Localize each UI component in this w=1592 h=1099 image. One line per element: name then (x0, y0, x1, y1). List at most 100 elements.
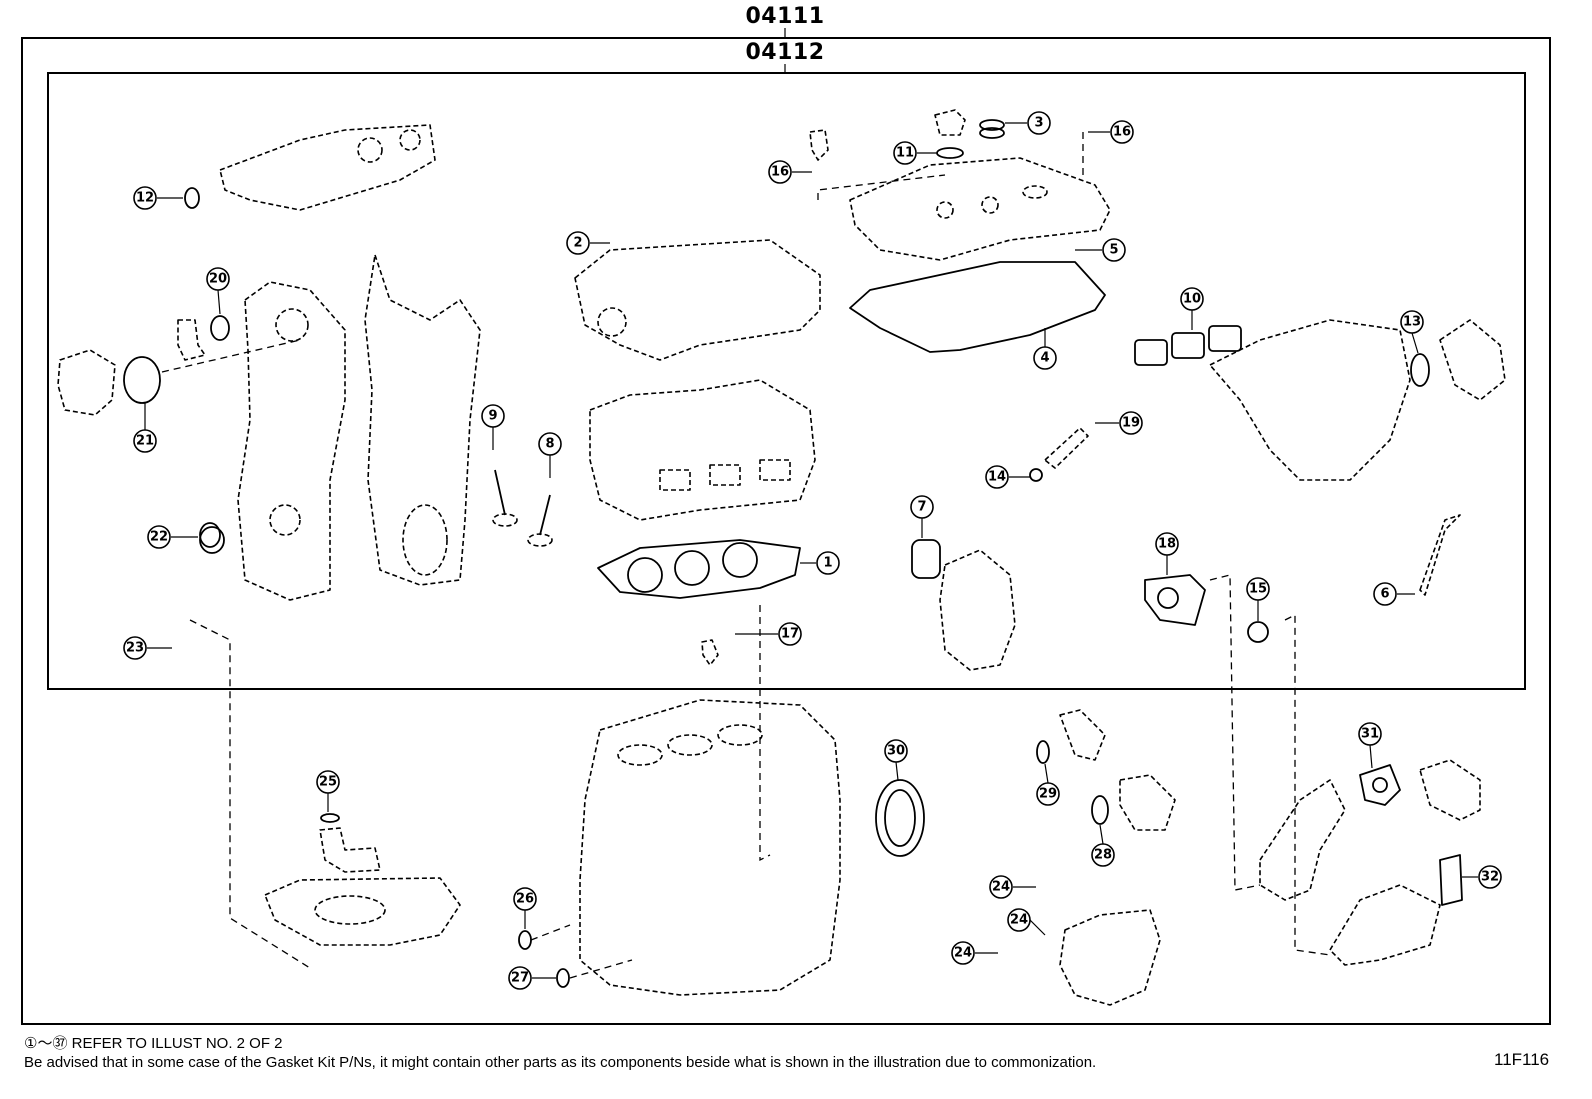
svg-text:11: 11 (896, 146, 914, 161)
callout-7: 7 (910, 495, 934, 538)
callout-6: 6 (1373, 582, 1415, 606)
cylinder-head-gasket (597, 539, 801, 599)
intake-pipe-seal (184, 187, 200, 209)
water-outlet-part (939, 549, 1016, 671)
svg-text:32: 32 (1481, 870, 1499, 885)
range-reference-note: ①～㊲ REFER TO ILLUST NO. 2 OF 2 (24, 1035, 283, 1052)
water-pump-part (1059, 909, 1161, 1006)
svg-text:17: 17 (781, 627, 799, 642)
callout-12: 12 (133, 186, 183, 210)
svg-text:5: 5 (1109, 243, 1118, 258)
callout-3: 3 (1005, 111, 1051, 135)
intake-manifold-part (1209, 319, 1411, 481)
oil-pressure-sensor-part (701, 639, 719, 666)
timing-chain-cover-part (364, 254, 481, 586)
callout-27: 27 (508, 966, 556, 990)
svg-text:12: 12 (136, 191, 154, 206)
exhaust-gasket (1359, 764, 1401, 806)
callout-2: 2 (566, 231, 610, 255)
water-bypass-part (1059, 709, 1106, 761)
throttle-body-part (1439, 319, 1506, 401)
svg-text:16: 16 (771, 165, 789, 180)
head-cover-part (849, 157, 1111, 261)
callout-24b: 24 (1007, 908, 1046, 936)
svg-text:2: 2 (573, 236, 582, 251)
water-pump-gasket (1144, 574, 1206, 626)
callout-17: 17 (735, 622, 802, 646)
svg-text:7: 7 (917, 500, 926, 515)
svg-text:16: 16 (1113, 125, 1131, 140)
callout-22: 22 (147, 525, 198, 549)
callout-28: 28 (1091, 824, 1115, 867)
svg-text:26: 26 (516, 892, 534, 907)
outlet-o-ring (1036, 740, 1050, 764)
svg-text:4: 4 (1040, 351, 1049, 366)
exhaust-pipe-part (1329, 884, 1441, 966)
outer-kit-code: 04111 (745, 4, 825, 29)
svg-text:1: 1 (823, 556, 832, 571)
svg-text:14: 14 (988, 470, 1006, 485)
callout-19: 19 (1095, 411, 1143, 435)
callout-29: 29 (1036, 763, 1060, 806)
callout-15: 15 (1246, 577, 1270, 621)
oil-pan-part (264, 877, 461, 946)
svg-text:19: 19 (1122, 416, 1140, 431)
svg-text:24: 24 (1010, 913, 1028, 928)
block-o-ring-upper (518, 930, 532, 950)
oil-pump-o-ring (123, 356, 161, 404)
inner-kit-frame (47, 72, 1526, 690)
callout-16b: 16 (1088, 120, 1134, 144)
svg-text:9: 9 (488, 409, 497, 424)
gasket-kit-advisory: Be advised that in some case of the Gask… (24, 1054, 1097, 1071)
inlet-o-ring (1091, 795, 1109, 825)
svg-text:27: 27 (511, 971, 529, 986)
callout-23: 23 (123, 636, 172, 660)
manifold-o-ring (1247, 621, 1269, 643)
callout-24a: 24 (989, 875, 1036, 899)
thermostat-housing-part (1419, 759, 1481, 821)
water-inlet-part (1119, 774, 1176, 831)
strainer-gasket (320, 813, 340, 823)
svg-text:22: 22 (150, 530, 168, 545)
callout-21: 21 (133, 403, 157, 453)
front-oil-seal (199, 522, 225, 554)
svg-text:3: 3 (1034, 116, 1043, 131)
callout-16a: 16 (768, 160, 812, 184)
callout-10: 10 (1180, 287, 1204, 330)
svg-text:13: 13 (1403, 315, 1421, 330)
block-o-ring-lower (556, 968, 570, 988)
svg-text:8: 8 (545, 437, 554, 452)
svg-text:31: 31 (1361, 727, 1379, 742)
illustration-id: 11F116 (1494, 1050, 1550, 1069)
camshaft-housing-part (574, 239, 821, 361)
inner-kit-code: 04112 (745, 40, 825, 65)
thermostat-gasket (911, 539, 941, 579)
outer-kit-frame (21, 37, 1551, 1025)
callout-20: 20 (206, 267, 230, 315)
cam-sensor-part (809, 129, 829, 161)
exhaust-valve-part (527, 494, 553, 547)
svg-text:6: 6 (1380, 587, 1389, 602)
callout-11: 11 (893, 141, 937, 165)
svg-text:10: 10 (1183, 292, 1201, 307)
svg-text:18: 18 (1158, 537, 1176, 552)
filler-cap-gasket (936, 147, 964, 159)
callout-8: 8 (538, 432, 562, 478)
callout-14: 14 (985, 465, 1030, 489)
svg-text:23: 23 (126, 641, 144, 656)
callout-4: 4 (1033, 328, 1057, 370)
spark-plug-tube-gasket (979, 119, 1005, 139)
oil-filler-cap-part (934, 109, 966, 136)
callout-25: 25 (316, 770, 340, 812)
oil-strainer-part (319, 827, 381, 873)
intake-pipe-part (219, 124, 436, 211)
svg-text:30: 30 (887, 744, 905, 759)
svg-text:21: 21 (136, 434, 154, 449)
injector-part (1044, 427, 1089, 469)
bracket-part (177, 319, 206, 361)
intake-valve-part (492, 469, 518, 527)
injector-seal (1029, 468, 1043, 482)
callout-32: 32 (1462, 865, 1502, 889)
svg-text:28: 28 (1094, 848, 1112, 863)
